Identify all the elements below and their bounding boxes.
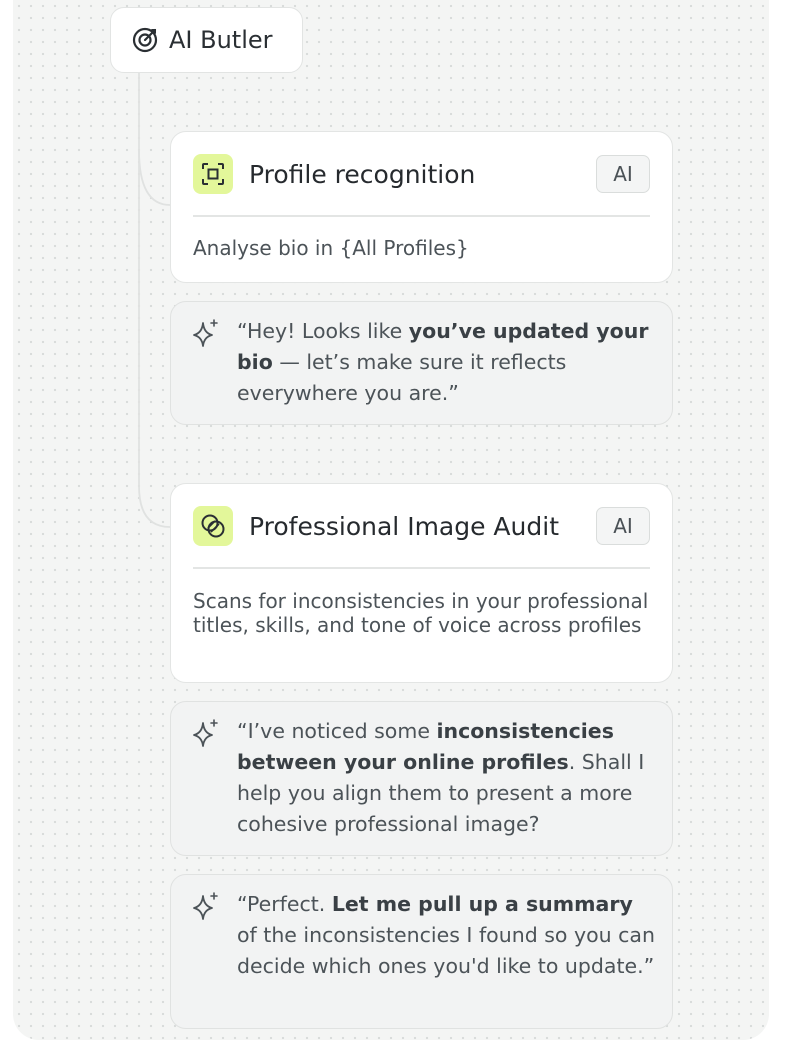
- card-divider: [193, 215, 650, 217]
- ai-message-card: “Perfect. Let me pull up a summary of th…: [170, 874, 673, 1029]
- profile-recognition-card[interactable]: Profile recognition AI Analyse bio in {A…: [170, 131, 673, 283]
- card-description: Analyse bio in {All Profiles}: [193, 236, 469, 260]
- ai-message-card: “I’ve noticed some inconsistencies betwe…: [170, 701, 673, 856]
- message-text: “Hey! Looks like you’ve updated your bio…: [237, 319, 649, 405]
- message-text: “I’ve noticed some inconsistencies betwe…: [237, 719, 645, 836]
- ai-message-card: “Hey! Looks like you’ve updated your bio…: [170, 301, 673, 425]
- card-description: Scans for inconsistencies in your profes…: [193, 589, 649, 637]
- ai-badge: AI: [596, 155, 650, 193]
- card-divider: [193, 567, 650, 569]
- card-title: Professional Image Audit: [249, 511, 559, 541]
- professional-image-audit-card[interactable]: Professional Image Audit AI Scans for in…: [170, 483, 673, 683]
- scan-icon: [193, 154, 233, 194]
- message-text: “Perfect. Let me pull up a summary of th…: [237, 892, 655, 978]
- sparkle-icon: [193, 719, 218, 747]
- card-title: Profile recognition: [249, 159, 476, 189]
- target-icon: [132, 27, 158, 53]
- ai-badge: AI: [596, 507, 650, 545]
- root-node-label: AI Butler: [169, 26, 273, 54]
- sparkle-icon: [193, 892, 218, 920]
- overlapping-circles-icon: [193, 506, 233, 546]
- ai-butler-node[interactable]: AI Butler: [110, 7, 303, 73]
- sparkle-icon: [193, 319, 218, 347]
